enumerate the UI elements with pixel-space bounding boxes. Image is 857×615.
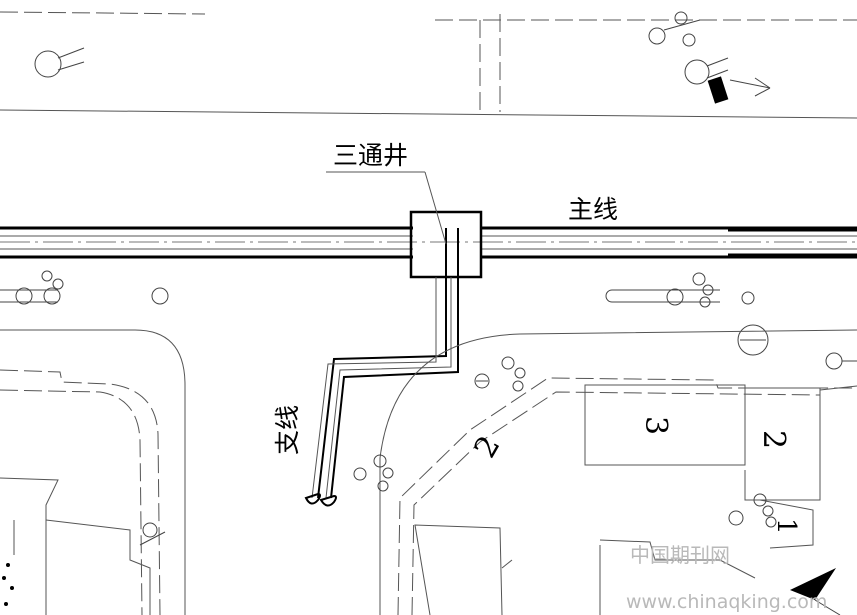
main-line-label: 主线 — [568, 195, 618, 224]
lot-number-b: 3 — [638, 416, 673, 435]
right-parcel — [353, 329, 857, 615]
watermark-site-name: 中国期刊网 — [630, 543, 730, 567]
tree-symbols-road — [0, 270, 857, 370]
lot-number-a: 2 — [468, 430, 508, 464]
junction-well-label: 三通井 — [333, 141, 408, 170]
branch-line-label: 支线 — [273, 405, 302, 455]
tree-symbols-top — [34, 11, 771, 104]
watermark-url: www.chinaqking.com — [626, 591, 827, 613]
lot-number-c: 2 — [756, 430, 791, 449]
main-line-pipes — [0, 226, 857, 259]
top-boundaries — [0, 11, 857, 119]
branch-line-pipes — [304, 258, 459, 507]
left-block — [0, 329, 186, 615]
lot-number-d: 1 — [771, 518, 801, 535]
